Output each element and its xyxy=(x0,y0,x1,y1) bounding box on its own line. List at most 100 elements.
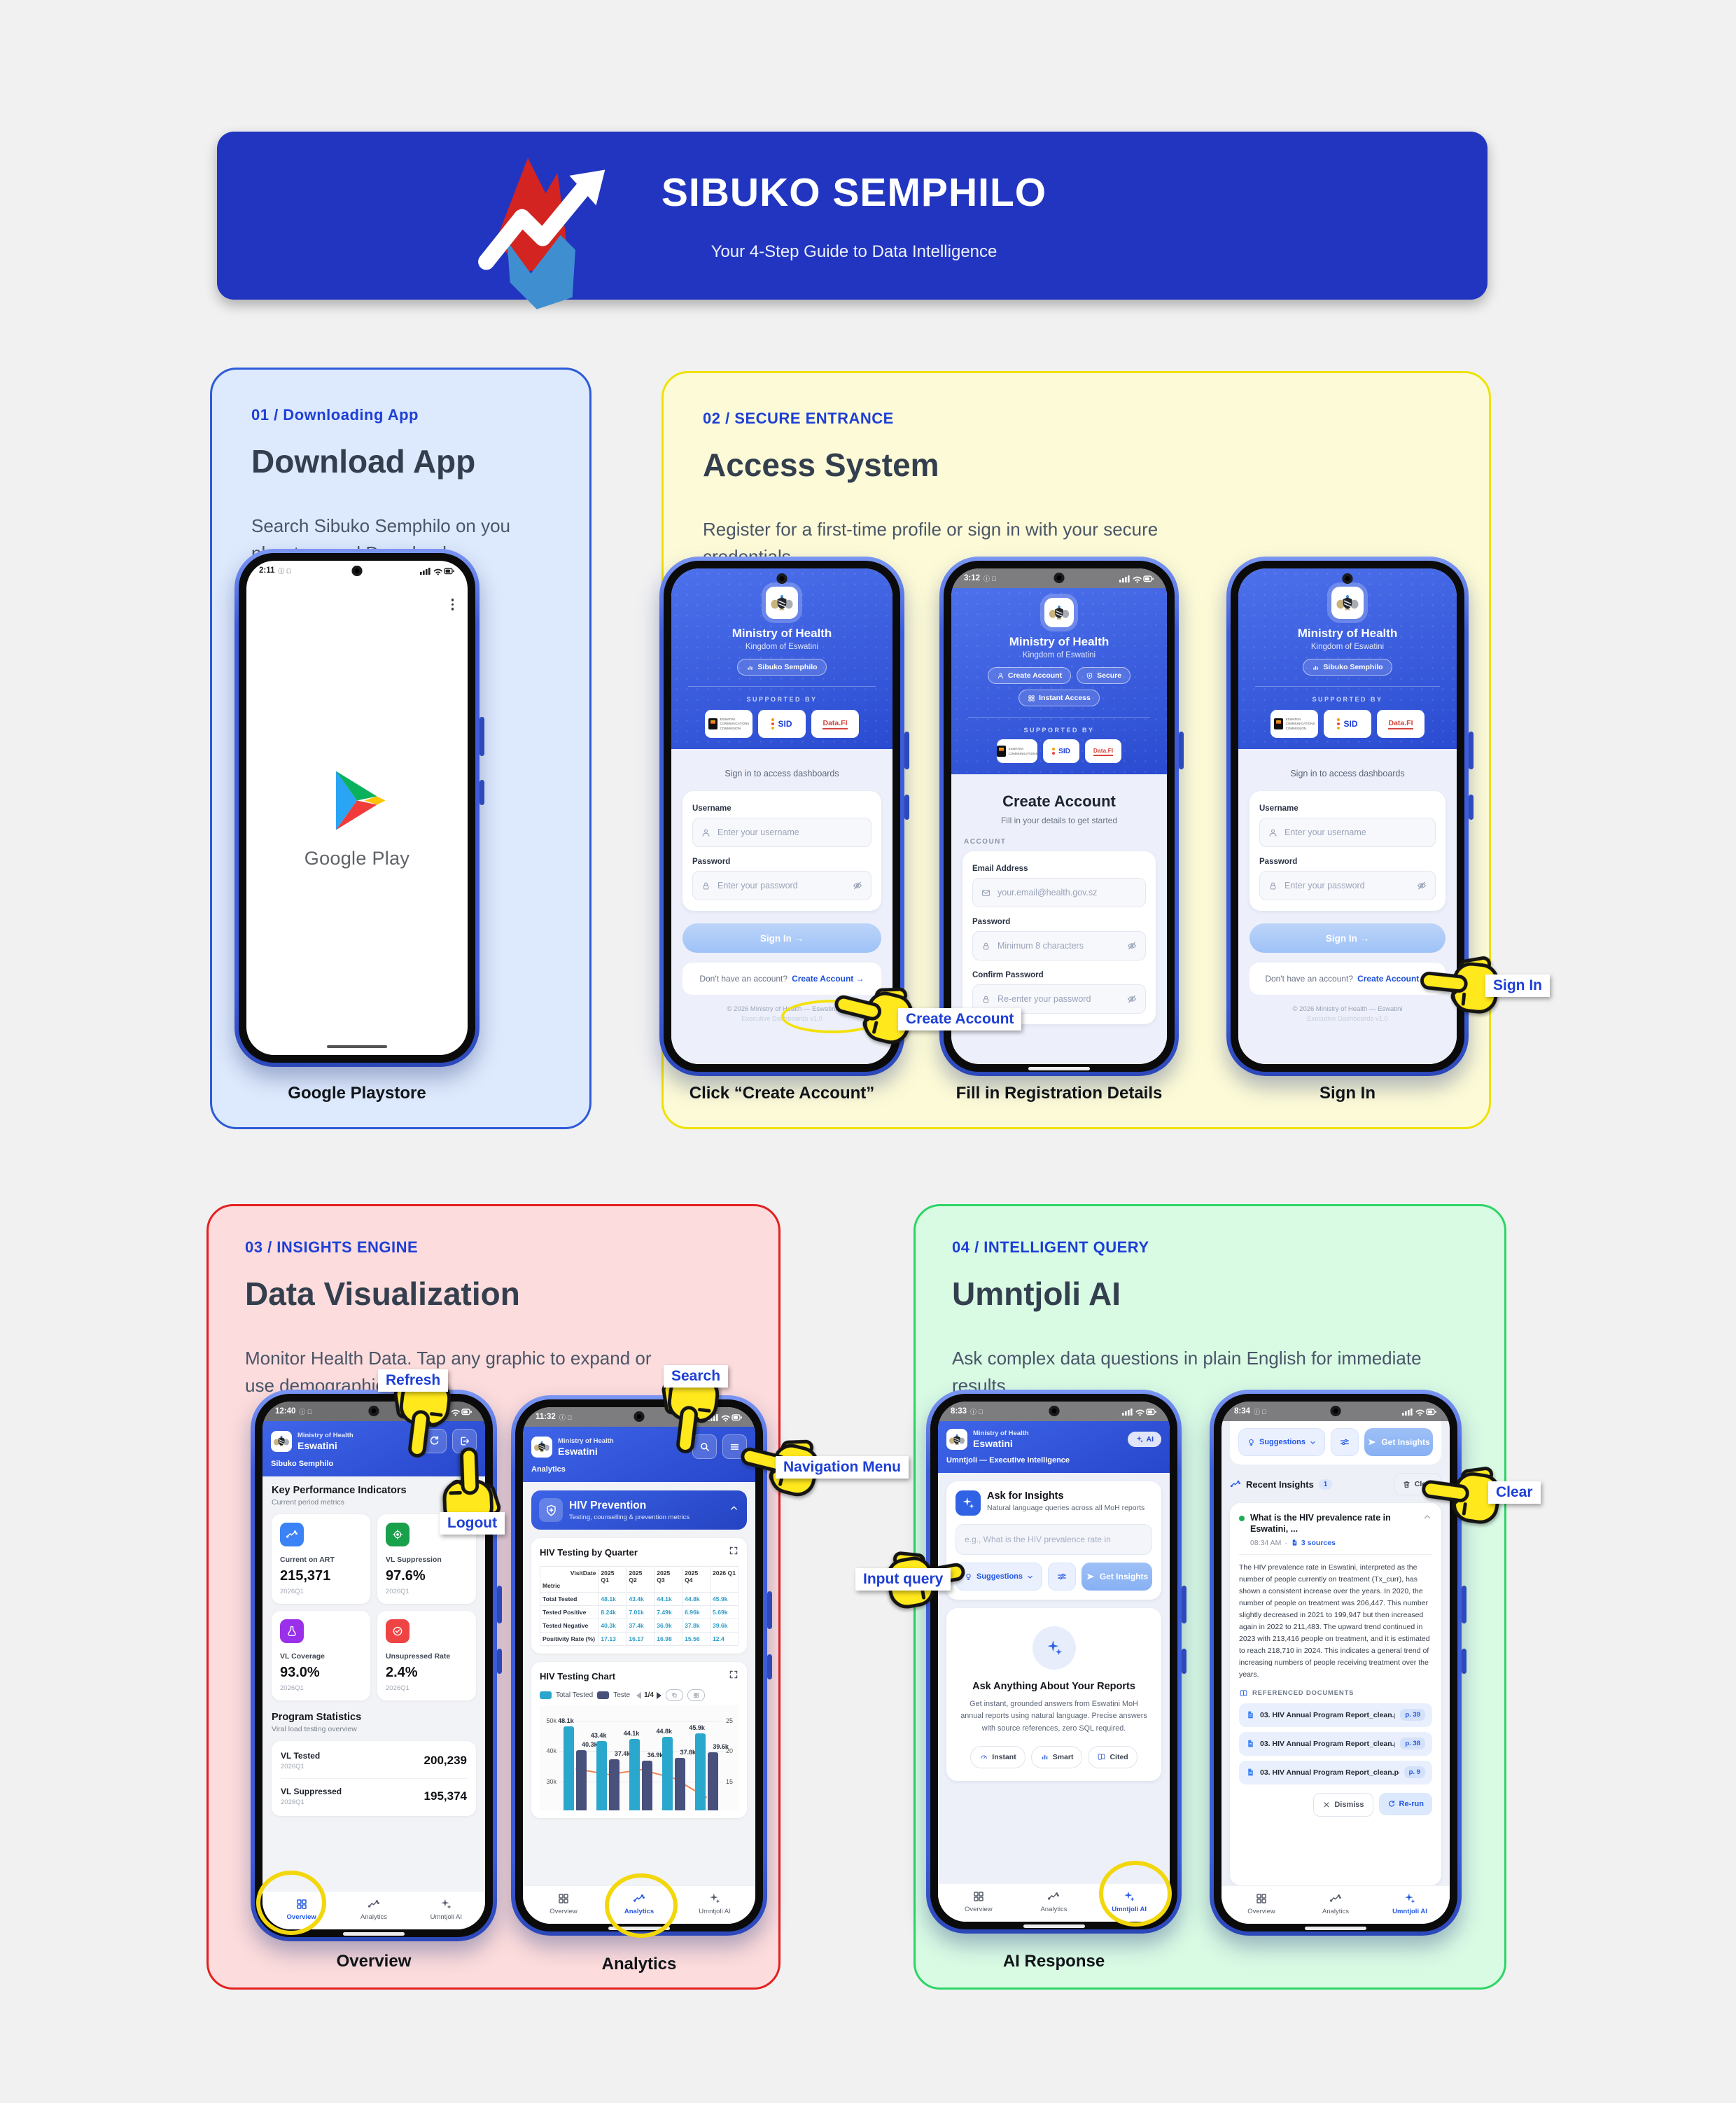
expand-icon[interactable] xyxy=(729,1670,738,1683)
logout-icon xyxy=(458,1435,470,1447)
username-input[interactable]: Enter your username xyxy=(692,818,872,847)
header-screen-name: Analytics xyxy=(531,1465,566,1474)
create-account-link[interactable]: Create Account → xyxy=(1357,974,1430,984)
sign-in-button[interactable]: Sign In → xyxy=(682,923,881,953)
camera-hole xyxy=(1049,1406,1059,1416)
version: Executive Dashboards v1.0 xyxy=(1307,1015,1388,1023)
get-insights-button[interactable]: Get Insights xyxy=(1364,1428,1433,1456)
flask-icon xyxy=(280,1619,304,1643)
phone7-caption: AI Response xyxy=(1002,1952,1105,1971)
phone5-caption: Overview xyxy=(336,1952,412,1971)
referenced-doc-row[interactable]: 03. HIV Annual Program Report_clean.pdf … xyxy=(1239,1703,1432,1727)
home-indicator[interactable] xyxy=(1028,1067,1090,1070)
gauge-icon xyxy=(979,1752,988,1761)
tooltip-logout: Logout xyxy=(440,1512,505,1535)
username-input[interactable]: Enter your username xyxy=(1259,818,1436,847)
expand-icon[interactable] xyxy=(729,1546,738,1559)
supported-by-label: SUPPORTED BY xyxy=(1312,696,1383,703)
page-badge: p. 39 xyxy=(1400,1709,1425,1721)
password-input[interactable]: Minimum 8 characters xyxy=(972,931,1146,960)
chevron-up-icon[interactable] xyxy=(729,1503,739,1517)
home-indicator[interactable] xyxy=(343,1932,405,1936)
lock-icon xyxy=(1268,881,1278,891)
filters-button[interactable] xyxy=(1331,1428,1359,1456)
query-input[interactable]: e.g., What is the HIV prevalence rate in xyxy=(955,1524,1152,1555)
ask-card-cut: Suggestions Get Insights xyxy=(1230,1421,1441,1465)
nav-analytics[interactable]: Analytics xyxy=(1299,1892,1373,1915)
sources-link[interactable]: 3 sources xyxy=(1291,1539,1336,1547)
stats-section-sub: Viral load testing overview xyxy=(272,1725,357,1733)
nav-overview[interactable]: Overview xyxy=(526,1892,601,1915)
referenced-doc-row[interactable]: 03. HIV Annual Program Report_clean.pdf … xyxy=(1239,1760,1432,1784)
nav-analytics[interactable]: Analytics xyxy=(1016,1890,1091,1913)
legend-swatch-negative xyxy=(597,1691,610,1699)
nav-umntjoli-ai[interactable]: Umntjoli AI xyxy=(410,1898,482,1921)
chart-control-range[interactable] xyxy=(687,1689,705,1701)
lock-icon xyxy=(981,994,991,1005)
register-heading: Create Account xyxy=(1002,792,1116,810)
step2-title: Access System xyxy=(703,447,939,483)
app-region: Eswatini xyxy=(298,1439,337,1451)
nav-umntjoli-ai[interactable]: Umntjoli AI xyxy=(1373,1892,1447,1915)
sign-in-button[interactable]: Sign In → xyxy=(1250,923,1446,953)
phone2-caption: Click “Create Account” xyxy=(689,1084,875,1103)
stats-section-title: Program Statistics xyxy=(272,1712,362,1723)
suggestions-button[interactable]: Suggestions xyxy=(1238,1428,1326,1456)
nav-umntjoli-ai[interactable]: Umntjoli AI xyxy=(678,1892,752,1915)
create-account-link[interactable]: Create Account → xyxy=(792,974,864,984)
filters-button[interactable] xyxy=(1048,1563,1077,1591)
home-indicator[interactable] xyxy=(327,1045,387,1048)
app-subtitle: Kingdom of Eswatini xyxy=(1022,651,1096,659)
step2-kicker: 02 / SECURE ENTRANCE xyxy=(703,410,894,427)
recent-count-badge: 1 xyxy=(1318,1479,1333,1490)
home-indicator[interactable] xyxy=(1023,1924,1085,1928)
signin-form: Username Enter your username Password En… xyxy=(682,791,881,911)
app-icon xyxy=(1044,598,1074,627)
get-insights-button[interactable]: Get Insights xyxy=(1082,1563,1152,1591)
signin-prompt: Sign in to access dashboards xyxy=(724,769,839,778)
password-input[interactable]: Enter your password xyxy=(1259,871,1436,900)
insight-card: What is the HIV prevalence rate in Eswat… xyxy=(1230,1503,1441,1885)
password-input[interactable]: Enter your password xyxy=(692,871,872,900)
nav-analytics[interactable]: Analytics xyxy=(338,1898,410,1921)
eye-off-icon[interactable] xyxy=(1126,940,1138,951)
eye-off-icon[interactable] xyxy=(1126,993,1138,1005)
file-icon xyxy=(1246,1768,1255,1777)
app-subtitle: Kingdom of Eswatini xyxy=(1310,643,1385,651)
phone3-caption: Fill in Registration Details xyxy=(955,1084,1163,1103)
nav-overview[interactable]: Overview xyxy=(1225,1892,1298,1915)
suggestions-button[interactable]: Suggestions xyxy=(955,1563,1043,1591)
signin-form: Username Enter your username Password En… xyxy=(1250,791,1446,911)
email-input[interactable]: your.email@health.gov.sz xyxy=(972,878,1146,907)
highlight-ring-umntjoli xyxy=(1099,1861,1172,1927)
trend-icon xyxy=(1329,1892,1342,1905)
eye-off-icon[interactable] xyxy=(852,880,863,891)
hiv-testing-chart-card[interactable]: HIV Testing Chart Total Tested Teste 1/4… xyxy=(531,1662,747,1818)
app-icon xyxy=(766,587,798,619)
kpi-card-unsuppressed[interactable]: Unsupressed Rate 2.4% 2026Q1 xyxy=(377,1611,476,1700)
app-icon xyxy=(1331,587,1364,619)
kpi-card-art[interactable]: Current on ART 215,371 2026Q1 xyxy=(272,1514,370,1604)
hiv-prevention-banner[interactable]: HIV Prevention Testing, counselling & pr… xyxy=(531,1490,747,1530)
nav-overview[interactable]: Overview xyxy=(941,1890,1016,1913)
kpi-card-coverage[interactable]: VL Coverage 93.0% 2026Q1 xyxy=(272,1611,370,1700)
overflow-menu-icon[interactable] xyxy=(451,599,454,610)
rerun-button[interactable]: Re-run xyxy=(1378,1792,1432,1815)
home-indicator[interactable] xyxy=(1305,1927,1366,1930)
pager-next-icon xyxy=(657,1691,662,1699)
grid-icon xyxy=(972,1890,985,1903)
password-label: Password xyxy=(1259,858,1298,866)
referenced-doc-row[interactable]: 03. HIV Annual Program Report_clean.pdf … xyxy=(1239,1731,1432,1756)
dismiss-button[interactable]: Dismiss xyxy=(1313,1792,1373,1817)
sparkles-icon xyxy=(955,1490,981,1516)
chart-control-copy[interactable] xyxy=(666,1689,683,1701)
chart-pager[interactable]: 1/4 xyxy=(636,1691,662,1699)
eye-off-icon[interactable] xyxy=(1416,880,1427,891)
copyright: © 2026 Ministry of Health — Eswatini xyxy=(1292,1005,1403,1013)
ask-for-insights-card: Ask for Insights Natural language querie… xyxy=(946,1481,1161,1600)
